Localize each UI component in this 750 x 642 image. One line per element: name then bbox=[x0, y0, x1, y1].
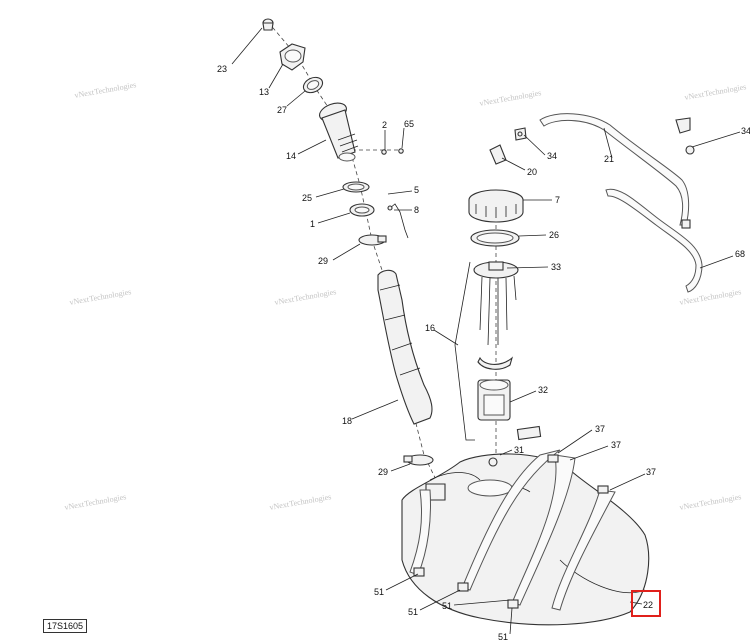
part-fuel-tank bbox=[401, 453, 650, 626]
callouts: 23 13 27 14 2 65 25 1 5 8 29 7 26 33 16 … bbox=[217, 64, 750, 642]
part-vent-fitting bbox=[514, 127, 527, 141]
watermark-text: Technologies bbox=[698, 287, 741, 303]
part-gas-cap bbox=[279, 43, 306, 71]
callout-18: 18 bbox=[342, 416, 352, 426]
part-filler-gasket-inner bbox=[347, 183, 365, 191]
watermark-text: vNext bbox=[479, 96, 501, 108]
part-hose-clamp-lower bbox=[403, 454, 434, 466]
watermark-text: Technologies bbox=[498, 88, 541, 104]
watermark-text: vNext bbox=[269, 500, 291, 512]
callout-29-upper: 29 bbox=[318, 256, 328, 266]
watermark-text: Technologies bbox=[293, 287, 336, 303]
watermark-text: Technologies bbox=[698, 492, 741, 508]
part-filler-neck bbox=[319, 102, 359, 162]
callout-20: 20 bbox=[527, 167, 537, 177]
watermark-text: vNext bbox=[679, 500, 701, 512]
pump-assembly-bracket bbox=[454, 261, 475, 441]
callout-8: 8 bbox=[414, 205, 419, 215]
part-cap-knob bbox=[262, 18, 274, 31]
callout-68: 68 bbox=[735, 249, 745, 259]
watermark-text: vNext bbox=[64, 500, 86, 512]
part-rollover-valve bbox=[675, 117, 691, 134]
callout-16: 16 bbox=[425, 323, 435, 333]
callout-1: 1 bbox=[310, 219, 315, 229]
watermark-text: Technologies bbox=[703, 82, 746, 98]
drawing-number: 17S1605 bbox=[43, 619, 88, 633]
part-filler-hose-ribs bbox=[379, 284, 421, 376]
callout-29-lower: 29 bbox=[378, 467, 388, 477]
part-tank-strap bbox=[511, 454, 576, 606]
part-strap-buckle bbox=[547, 454, 559, 463]
part-strap-buckle bbox=[597, 485, 609, 494]
part-screw bbox=[398, 148, 404, 154]
part-screw bbox=[381, 149, 387, 155]
callout-13: 13 bbox=[259, 87, 269, 97]
part-pump-seal-inner bbox=[476, 232, 514, 244]
callout-26: 26 bbox=[549, 230, 559, 240]
part-gasket-ring-inner bbox=[306, 80, 320, 90]
callout-65: 65 bbox=[404, 119, 414, 129]
part-vent-hose-upper bbox=[539, 113, 690, 226]
part-hose-clip bbox=[685, 145, 695, 155]
part-tank-strap bbox=[461, 449, 561, 591]
part-vent-valve bbox=[489, 144, 507, 165]
callout-highlight-box bbox=[631, 590, 661, 617]
callout-33: 33 bbox=[551, 262, 561, 272]
callout-27: 27 bbox=[277, 105, 287, 115]
callout-25: 25 bbox=[302, 193, 312, 203]
part-strap-buckle bbox=[507, 599, 519, 609]
watermark-text: vNext bbox=[679, 295, 701, 307]
part-tank-fitting bbox=[488, 457, 498, 467]
callout-37-a: 37 bbox=[595, 424, 605, 434]
part-clamp-ring-inner bbox=[354, 206, 370, 214]
callout-5: 5 bbox=[414, 185, 419, 195]
watermark-text: vNext bbox=[274, 295, 296, 307]
part-hose-clamp-upper bbox=[358, 234, 387, 246]
watermark-text: vNext bbox=[684, 90, 706, 102]
part-strap-buckle bbox=[413, 567, 425, 577]
callout-37-c: 37 bbox=[646, 467, 656, 477]
callout-37-b: 37 bbox=[611, 440, 621, 450]
watermark-text: Technologies bbox=[83, 492, 126, 508]
watermark-text: vNext bbox=[69, 295, 91, 307]
callout-22: 22 bbox=[643, 600, 653, 610]
watermark-text: Technologies bbox=[88, 287, 131, 303]
callout-31: 31 bbox=[514, 445, 524, 455]
part-tank-strap bbox=[551, 489, 616, 611]
callout-7: 7 bbox=[555, 195, 560, 205]
callout-34-right: 34 bbox=[741, 126, 750, 136]
part-ground-wire-end bbox=[387, 205, 393, 211]
watermark-text: Technologies bbox=[288, 492, 331, 508]
callout-51-b: 51 bbox=[408, 607, 418, 617]
part-fuel-pump-module bbox=[473, 261, 542, 441]
callout-14: 14 bbox=[286, 151, 296, 161]
callout-51-c: 51 bbox=[442, 601, 452, 611]
callout-51-a: 51 bbox=[374, 587, 384, 597]
callout-34-left: 34 bbox=[547, 151, 557, 161]
part-filler-hose bbox=[377, 269, 433, 425]
watermark-text: vNext bbox=[74, 88, 96, 100]
callout-51-d: 51 bbox=[498, 632, 508, 642]
part-vent-hose-end bbox=[681, 219, 691, 229]
part-ground-wire bbox=[389, 203, 409, 239]
callout-23: 23 bbox=[217, 64, 227, 74]
leader-lines bbox=[231, 27, 741, 635]
watermark-text: Technologies bbox=[93, 80, 136, 96]
callout-21: 21 bbox=[604, 154, 614, 164]
part-vent-hose-lower bbox=[605, 188, 703, 293]
part-lock-ring bbox=[468, 189, 524, 223]
part-strap-buckle bbox=[457, 582, 469, 592]
callout-32: 32 bbox=[538, 385, 548, 395]
callout-2: 2 bbox=[382, 120, 387, 130]
